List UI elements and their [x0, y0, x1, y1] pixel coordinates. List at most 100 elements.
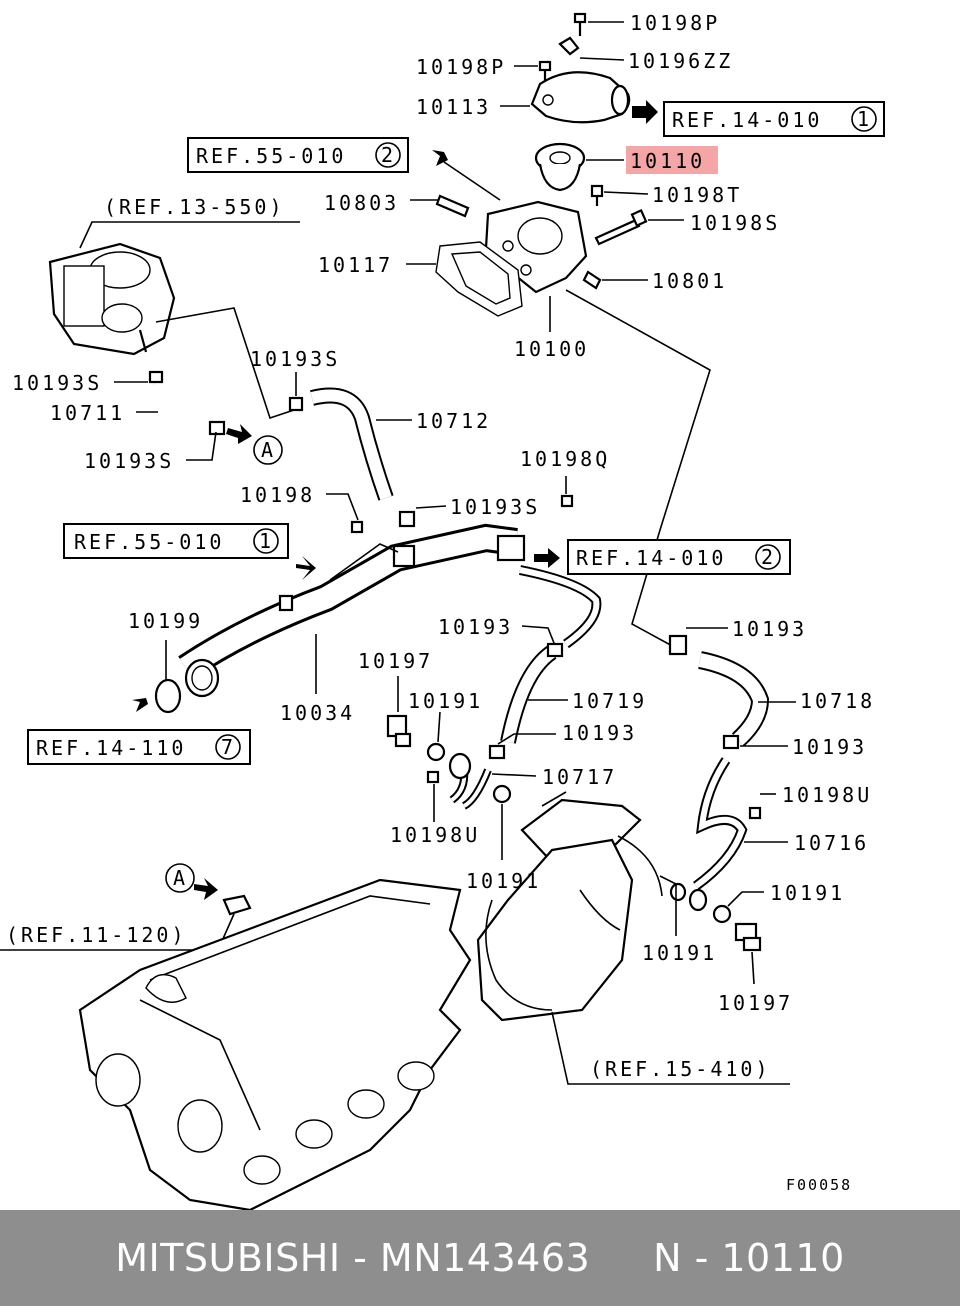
- pipe-10716: [688, 757, 748, 912]
- arrow-to-ref-14-110-7: [132, 698, 148, 712]
- label-10191-left: 10191: [408, 689, 483, 713]
- label-10197-right: 10197: [718, 991, 793, 1015]
- ref-14-010-2-num: 2: [761, 545, 776, 569]
- label-10034: 10034: [280, 701, 355, 725]
- sensor-10801: [582, 270, 602, 290]
- gasket-10191-lower: [669, 882, 687, 902]
- label-10198Q: 10198Q: [520, 447, 610, 471]
- gasket-10191-left: [426, 742, 446, 762]
- hose-10711: [148, 370, 226, 436]
- ref-14-010-1-num: 1: [857, 107, 872, 131]
- label-ref-13-550: (REF.13-550): [104, 195, 285, 219]
- arrow-to-ref-55-010-1: [296, 556, 316, 580]
- label-10711: 10711: [50, 401, 125, 425]
- label-10193S-left: 10193S: [12, 371, 102, 395]
- label-10719: 10719: [572, 689, 647, 713]
- hose-10719: [488, 642, 564, 760]
- exploded-parts-diagram: REF.14-010 1 REF.55-010 2 REF.55-010 1 R…: [0, 11, 885, 1210]
- ref-14-010-2-text: REF.14-010: [576, 546, 726, 570]
- label-10193-upper: 10193: [438, 615, 513, 639]
- bolt-10198T: [590, 184, 604, 206]
- water-pipe-10034: [178, 523, 526, 698]
- label-10199: 10199: [128, 609, 203, 633]
- label-10716: 10716: [794, 831, 869, 855]
- label-10198T: 10198T: [652, 183, 742, 207]
- label-10193-right-lower: 10193: [792, 735, 867, 759]
- label-10718: 10718: [800, 689, 875, 713]
- label-10198P-left: 10198P: [416, 55, 506, 79]
- label-10198S: 10198S: [690, 211, 780, 235]
- gasket-10191-center: [492, 784, 512, 804]
- label-10193S-pipe: 10193S: [450, 495, 540, 519]
- label-10198: 10198: [240, 483, 315, 507]
- figure-code: F00058: [786, 1176, 852, 1194]
- label-10193-center: 10193: [562, 721, 637, 745]
- sensor-10803: [435, 194, 470, 218]
- highlight-10110: [626, 146, 718, 174]
- label-10193S-lower: 10193S: [84, 449, 174, 473]
- svg-text:A: A: [173, 866, 188, 890]
- label-10717: 10717: [542, 765, 617, 789]
- intake-manifold: [476, 798, 663, 1022]
- ref-14-110-7-text: REF.14-110: [36, 736, 186, 760]
- label-10712: 10712: [416, 409, 491, 433]
- marker-a-top: A: [253, 435, 283, 465]
- label-ref-11-120: (REF.11-120): [6, 923, 187, 947]
- part-info-footer: MITSUBISHI - MN143463 N - 10110: [0, 1210, 960, 1306]
- arrow-to-ref-14-010-2: [534, 548, 560, 568]
- drain-bolt-10197-left: [386, 714, 412, 748]
- label-10801: 10801: [652, 269, 727, 293]
- ref-box-55-010-1: REF.55-010 1: [63, 523, 289, 559]
- arrow-to-ref-14-010-1: [632, 100, 658, 124]
- water-outlet-fitting-10113: [530, 71, 631, 124]
- ref-14-110-7-num: 7: [221, 735, 236, 759]
- label-10198U-left: 10198U: [390, 823, 480, 847]
- bolt-10198Q: [560, 494, 574, 508]
- label-10193-right: 10193: [732, 617, 807, 641]
- label-10191-right: 10191: [770, 881, 845, 905]
- label-10193S-upper: 10193S: [250, 347, 340, 371]
- ref-55-010-2-text: REF.55-010: [196, 144, 346, 168]
- clip-10196ZZ: [558, 36, 580, 56]
- ref-55-010-1-text: REF.55-010: [74, 530, 224, 554]
- bolt-10198U-right: [748, 806, 762, 820]
- bolt-10198U-left: [426, 770, 440, 784]
- label-ref-15-410: (REF.15-410): [590, 1057, 771, 1081]
- label-10191-lower: 10191: [642, 941, 717, 965]
- bolt-10198P-top: [573, 12, 587, 36]
- label-10198P-top: 10198P: [630, 11, 720, 35]
- pipe-10717: [448, 752, 492, 810]
- bolt-10198: [350, 520, 364, 534]
- hose-10718: [668, 634, 770, 750]
- label-10198U-right: 10198U: [782, 783, 872, 807]
- water-fitting: [222, 894, 252, 916]
- thermostat-10110: [534, 142, 586, 192]
- ref-55-010-2-num: 2: [381, 143, 396, 167]
- label-10110: 10110: [630, 149, 705, 173]
- part-info-text: MITSUBISHI - MN143463 N - 10110: [115, 1236, 845, 1280]
- o-ring-10199: [154, 678, 182, 714]
- label-10191-center: 10191: [466, 869, 541, 893]
- ref-box-14-110-7: REF.14-110 7: [27, 729, 251, 765]
- label-10196ZZ: 10196ZZ: [628, 49, 733, 73]
- ref-box-14-010-1: REF.14-010 1: [663, 101, 885, 137]
- ref-box-14-010-2: REF.14-010 2: [567, 539, 791, 575]
- ref-14-010-1-text: REF.14-010: [672, 108, 822, 132]
- label-10803: 10803: [324, 191, 399, 215]
- label-10197-left: 10197: [358, 649, 433, 673]
- hose-10712: [288, 387, 416, 528]
- label-10113: 10113: [416, 95, 491, 119]
- gasket-10191-right: [712, 904, 732, 924]
- arrow-to-marker-a: [226, 424, 252, 444]
- svg-text:A: A: [261, 438, 276, 462]
- label-10100: 10100: [514, 337, 589, 361]
- ref-box-55-010-2: REF.55-010 2: [187, 137, 409, 173]
- marker-a-bottom: A: [165, 863, 195, 893]
- gasket-10117: [435, 241, 523, 317]
- label-10117: 10117: [318, 253, 393, 277]
- cylinder-head: [78, 878, 472, 1210]
- bolt-10198S: [594, 209, 648, 246]
- bolt-10198P-left: [538, 60, 552, 80]
- throttle-body: [48, 242, 176, 356]
